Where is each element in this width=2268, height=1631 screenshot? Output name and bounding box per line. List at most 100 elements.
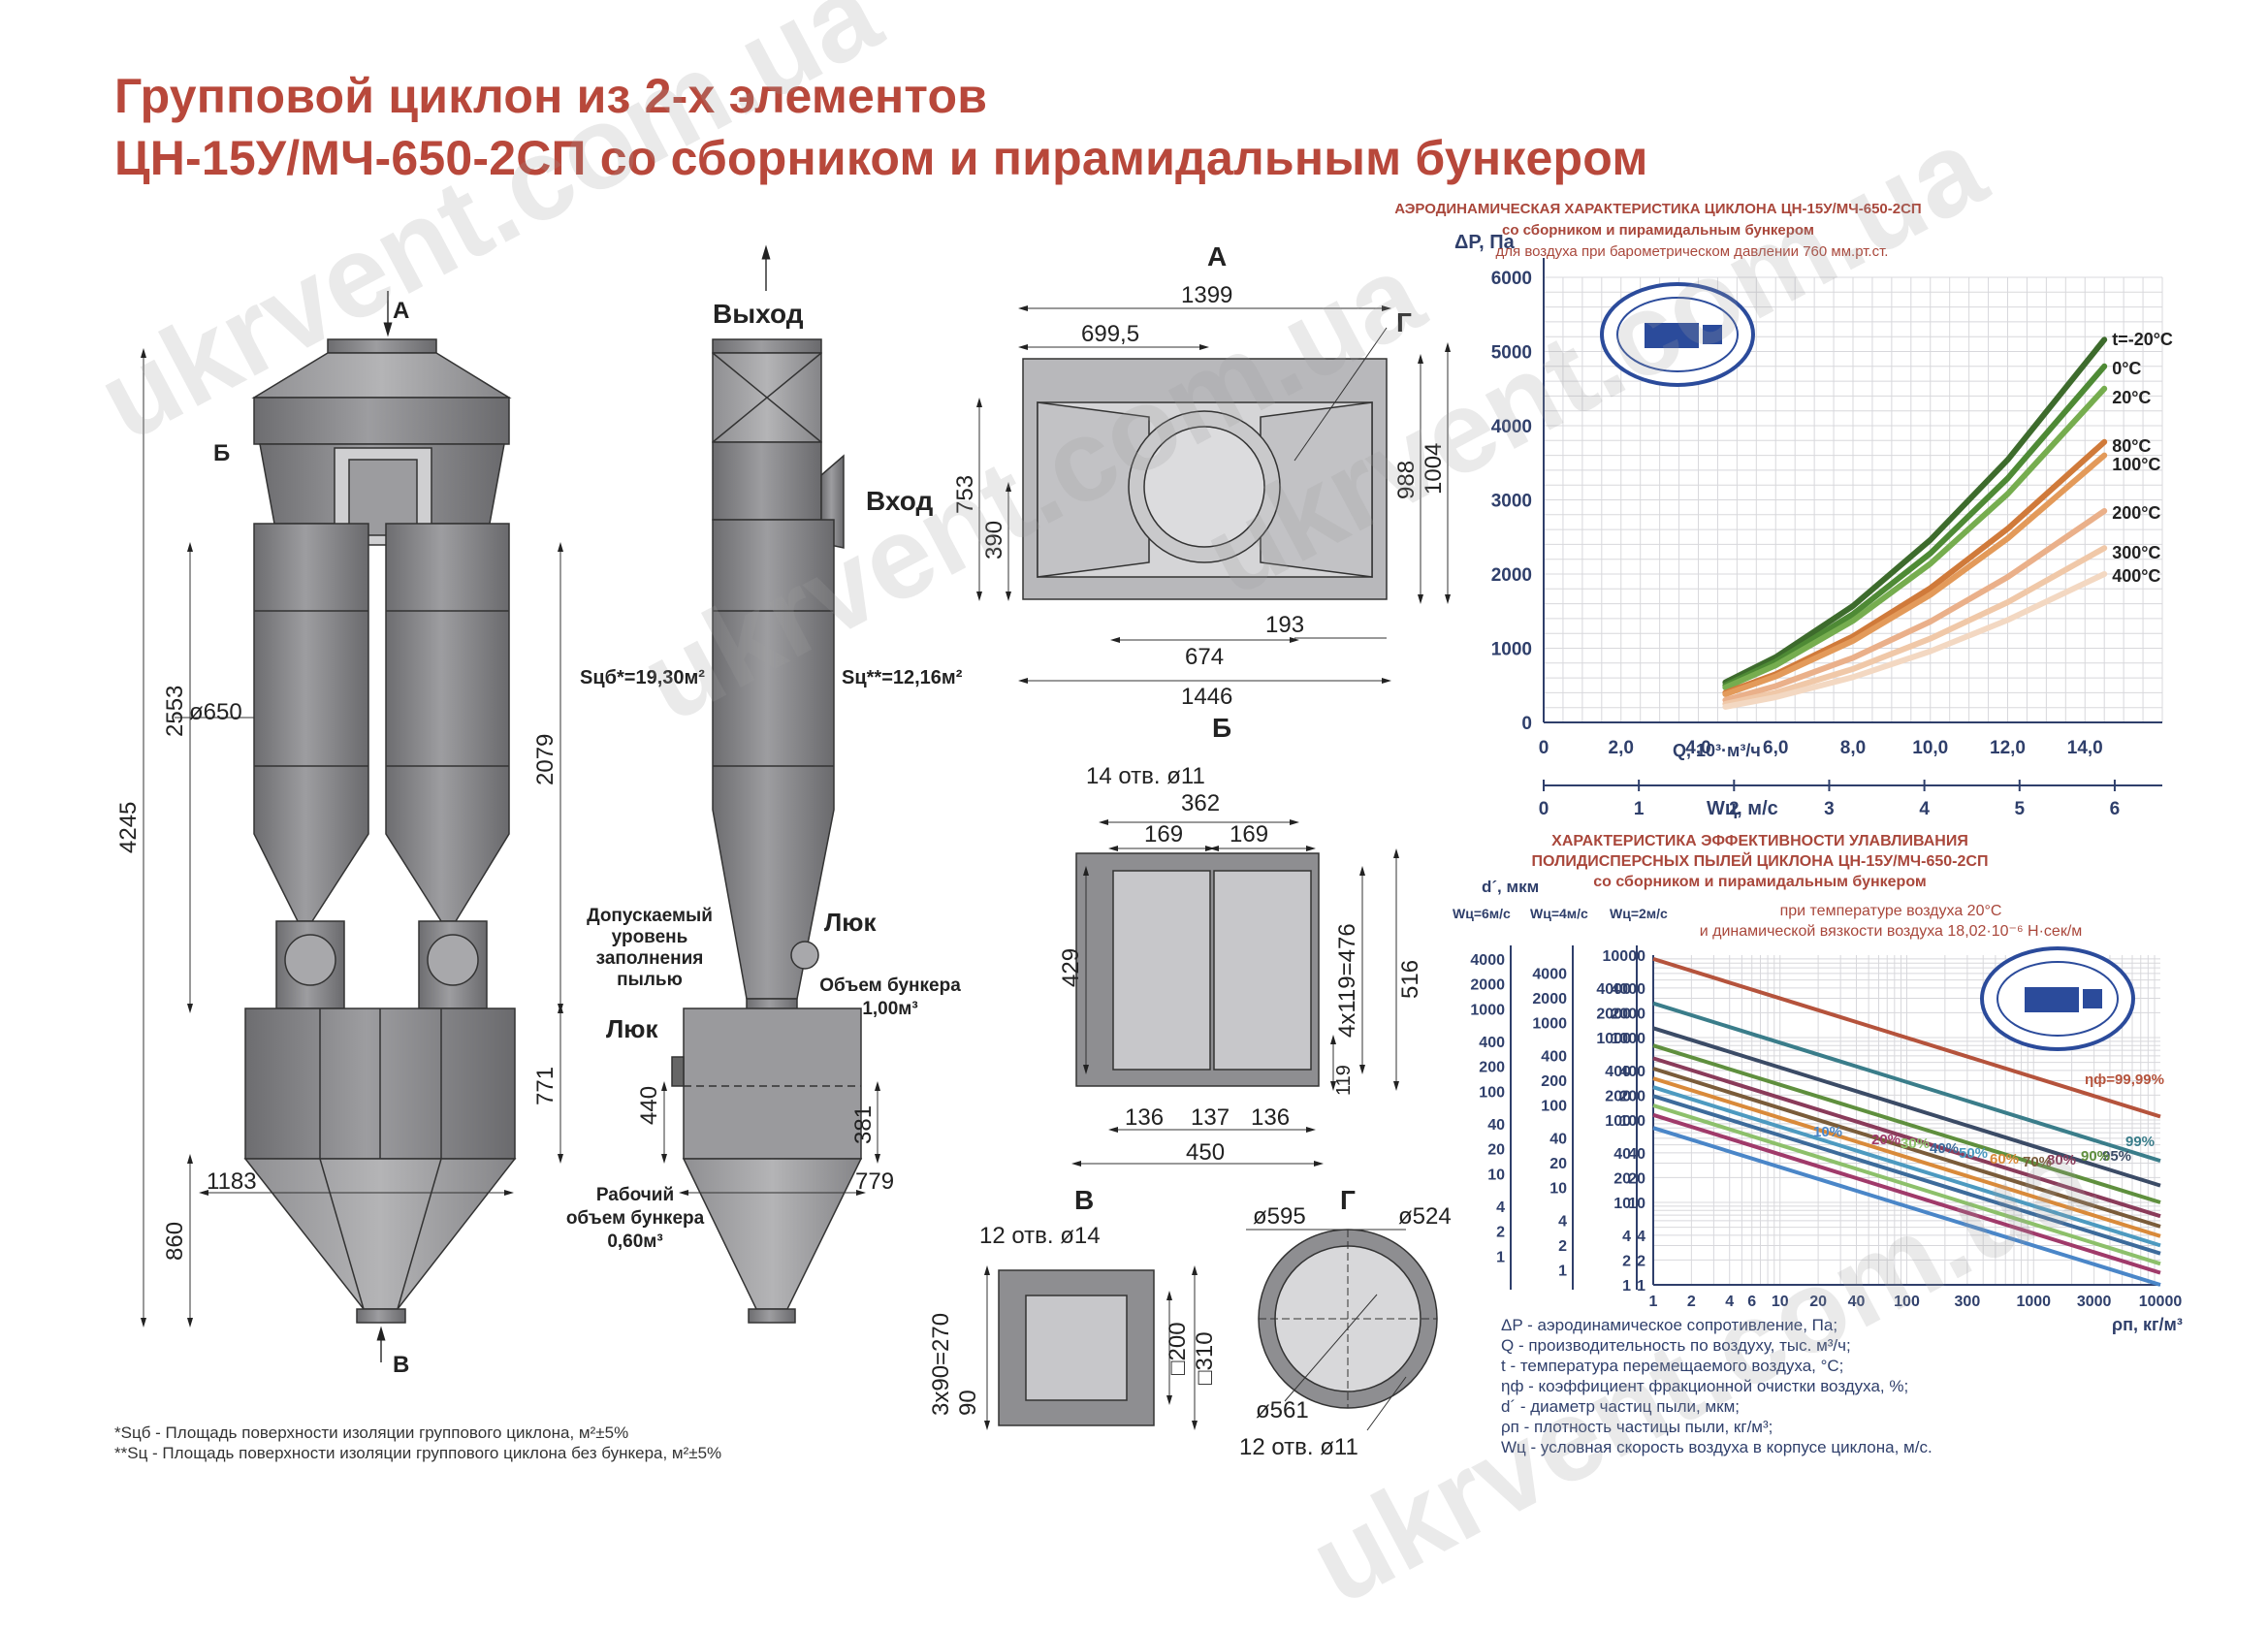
legend-line-3: t - температура перемещаемого воздуха, °… (1501, 1357, 1843, 1375)
chart2-ytick-aux: 200 (1479, 1060, 1505, 1076)
chart2-subtitle: ПОЛИДИСПЕРСНЫХ ПЫЛЕЙ ЦИКЛОНА ЦН-15У/МЧ-6… (1532, 851, 1989, 870)
dim-988: 988 (1393, 461, 1420, 499)
bunker-volume-2: 1,00м³ (862, 999, 917, 1019)
chart2-series-label: 10% (1813, 1124, 1842, 1140)
dim-771: 771 (532, 1067, 559, 1105)
chart2-ytick-aux: 400 (1541, 1049, 1567, 1066)
chart1-ytick-label: 3000 (1491, 492, 1532, 512)
chart1-x2tick-label: 2 (1729, 799, 1740, 819)
chart1-ytick-label: 2000 (1491, 565, 1532, 586)
chart2-series-label: 70% (2023, 1154, 2052, 1170)
chart2-ytick-aux: 4 (1558, 1214, 1567, 1231)
view-a-drawing (976, 305, 1451, 684)
front-label-b: Б (213, 440, 230, 466)
chart2-ytick-aux: 4 (1622, 1229, 1631, 1245)
dim-d650: ø650 (189, 699, 242, 725)
dim-390: 390 (981, 521, 1007, 560)
chart1-series-label: 80°C (2112, 436, 2151, 456)
work-volume-3: 0,60м³ (607, 1231, 662, 1252)
chart1-xtick-label: 8,0 (1840, 738, 1866, 758)
chart2-ytick-aux: 2 (1622, 1253, 1631, 1269)
dust-level-4: пылью (617, 970, 683, 990)
chart2-ytick-aux: 40 (1487, 1117, 1505, 1134)
chart1-x2tick-label: 3 (1824, 799, 1835, 819)
chart2-xtick-label: 300 (1955, 1294, 1981, 1310)
chart2-series-line (1652, 1076, 2161, 1238)
chart2-ytick-main: 200 (1619, 1088, 1645, 1104)
chart2-ytick-aux: 4000 (1470, 952, 1505, 969)
chart2-series-label: 20% (1871, 1132, 1901, 1148)
chart2-note1: при температуре воздуха 20°С (1780, 903, 2002, 919)
chart1-series-line (1722, 508, 2108, 703)
area-no-bunker-label: Sц**=12,16м² (842, 667, 963, 688)
chart2-ytick-main: 2 (1637, 1253, 1645, 1269)
chart2-series-label: 40% (1930, 1140, 1959, 1157)
chart2-ytick-aux: 2 (1558, 1238, 1567, 1255)
chart1-xtick-label: 2,0 (1609, 738, 1634, 758)
chart1-series-label: 20°C (2112, 388, 2151, 407)
dim-200-square: □200 (1165, 1322, 1191, 1375)
chart2-series-line (1652, 1085, 2161, 1248)
dust-level-3: заполнения (596, 948, 704, 969)
chart1-x2tick-label: 4 (1919, 799, 1930, 819)
chart2-col-head-1: Wц=6м/с (1453, 906, 1511, 921)
dim-1004: 1004 (1421, 443, 1447, 495)
chart1-x2tick-label: 5 (2014, 799, 2025, 819)
chart2-xtick-label: 10000 (2139, 1294, 2183, 1310)
dim-193: 193 (1265, 612, 1304, 638)
chart2-ytick-aux: 100 (1605, 1113, 1631, 1130)
chart1-series-line (1722, 363, 2108, 688)
chart2-series-line (1652, 1094, 2161, 1256)
dim-270: 3x90=270 (928, 1313, 954, 1416)
dim-310-square: □310 (1192, 1331, 1218, 1385)
chart2-series-label: 90% (2081, 1148, 2110, 1165)
chart1-xlabel: Q, 10³·м³/ч (1673, 741, 1761, 760)
chart2-series-line (1652, 1067, 2161, 1229)
dust-level-2: уровень (612, 927, 688, 947)
chart1-xtick-label: 0 (1539, 738, 1549, 758)
legend-line-4: ηф - коэффициент фракционной очистки воз… (1501, 1377, 1908, 1395)
footnote-2: **Sц - Площадь поверхности изоляции груп… (114, 1444, 722, 1462)
chart2-series-line (1652, 1043, 2161, 1204)
dim-136-left: 136 (1125, 1104, 1164, 1131)
chart2-series-line (1652, 1112, 2161, 1275)
outlet-label: Выход (713, 299, 804, 329)
work-volume-2: объем бункера (566, 1208, 705, 1229)
chart2-xtick-label: 1 (1649, 1294, 1658, 1310)
chart1-series-label: 0°C (2112, 359, 2141, 378)
chart2-ytick-aux: 200 (1605, 1088, 1631, 1104)
dim-440: 440 (636, 1086, 662, 1125)
chart2-ytick-aux: 40 (1549, 1132, 1567, 1148)
chart1-series-line (1722, 545, 2108, 707)
chart1-xtick-label: 12,0 (1990, 738, 2026, 758)
view-v-holes: 12 отв. ø14 (979, 1223, 1101, 1249)
chart1-series-label: 300°C (2112, 543, 2160, 562)
chart1-ytick-label: 5000 (1491, 343, 1532, 364)
chart2-ytick-aux: 2000 (1470, 977, 1505, 994)
dim-429: 429 (1058, 948, 1084, 987)
chart1-series-label: t=-20°C (2112, 330, 2173, 349)
chart1-series-label: 200°C (2112, 503, 2160, 523)
chart2-series-line (1652, 1026, 2161, 1188)
chart1-title: АЭРОДИНАМИЧЕСКАЯ ХАРАКТЕРИСТИКА ЦИКЛОНА … (1394, 201, 1921, 217)
chart2-ytick-main: 400 (1619, 1064, 1645, 1080)
chart2-ytick-aux: 400 (1605, 1064, 1631, 1080)
dim-119: 119 (1333, 1065, 1355, 1096)
chart1-ytick-label: 0 (1521, 714, 1532, 734)
chart1-x2tick-label: 6 (2110, 799, 2121, 819)
chart2-ytick-aux: 10 (1549, 1181, 1567, 1198)
chart2-ytick-aux: 40 (1613, 1146, 1631, 1163)
chart2-ytick-aux: 20 (1613, 1170, 1631, 1187)
chart1-xtick-label: 6,0 (1763, 738, 1788, 758)
dim-779: 779 (855, 1168, 894, 1195)
front-view (141, 291, 563, 1362)
footnote-1: *Sцб - Площадь поверхности изоляции груп… (114, 1423, 629, 1442)
chart2-xtick-label: 6 (1747, 1294, 1756, 1310)
dim-90: 90 (955, 1390, 981, 1416)
dim-860: 860 (162, 1222, 188, 1261)
chart2-series-line (1652, 1126, 2161, 1287)
chart2-series-line (1652, 1103, 2161, 1266)
chart2-series-label: 60% (1990, 1151, 2019, 1167)
hatch-top-label: Люк (824, 908, 877, 937)
